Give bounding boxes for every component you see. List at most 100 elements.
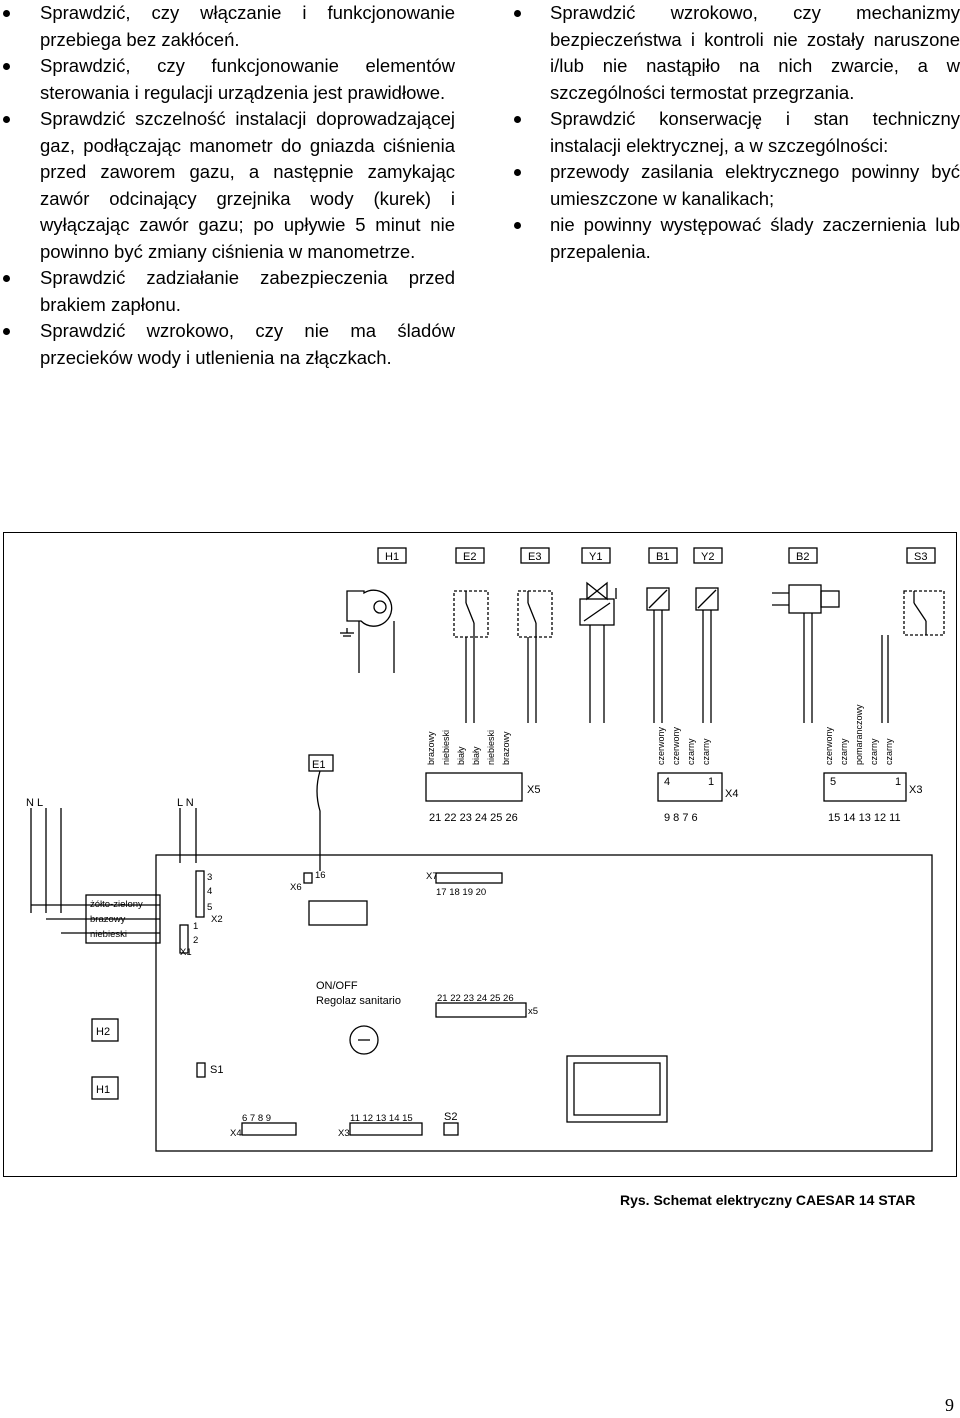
- sensor-y2-icon: [695, 587, 719, 723]
- label-box-e1: [308, 754, 334, 772]
- label-box-e3: [520, 547, 550, 564]
- component-label: E2: [463, 551, 476, 563]
- pin-label: 4: [207, 886, 212, 897]
- label-box-y1: [581, 547, 611, 564]
- list-item: Sprawdzić wzrokowo, czy mechanizmy bezpi…: [510, 0, 960, 106]
- bullet-icon: [3, 63, 10, 70]
- list-item: nie powinny występować ślady zaczernieni…: [510, 212, 960, 265]
- list-item: Sprawdzić, czy funkcjonowanie elementów …: [0, 53, 455, 106]
- label-box-b1: [648, 547, 678, 564]
- connector-label-x1: X1: [180, 947, 192, 958]
- wire-color-label: czarny: [884, 738, 894, 765]
- sensor-b1-icon: [646, 587, 670, 723]
- connector-x5: [425, 772, 523, 802]
- connector-x3: [823, 772, 907, 802]
- list-item: Sprawdzić, czy włączanie i funkcjonowani…: [0, 0, 455, 53]
- bullet-icon: [3, 10, 10, 17]
- indicator-h2-label: H2: [96, 1026, 110, 1038]
- wiring-diagram-svg: H1 E2 E3 Y1 B1 Y2 B2 S3 brazowy niebiesk…: [26, 547, 945, 1152]
- wire-color-label: czarny: [686, 738, 696, 765]
- pin-numbers-board-x4: 6 7 8 9: [242, 1113, 271, 1124]
- bullet-icon: [514, 10, 521, 17]
- component-label: S3: [914, 551, 927, 563]
- label-box-y2: [693, 547, 723, 564]
- pin-label: 3: [207, 872, 212, 883]
- wire-color-label: czarny: [701, 738, 711, 765]
- pin-label: 2: [193, 935, 198, 946]
- wire-color-label: czerwony: [824, 726, 834, 765]
- pin-end: 1: [895, 776, 901, 788]
- regulator-label: Regolaz sanitario: [316, 995, 401, 1007]
- pin-numbers-x5: 21 22 23 24 25 26: [429, 812, 518, 824]
- pin-end: 5: [830, 776, 836, 788]
- label-box-s3: [906, 547, 936, 564]
- connector-label-x2: X2: [211, 914, 223, 925]
- component-label: Y1: [589, 551, 602, 563]
- wire-color-label: biały: [471, 746, 481, 765]
- control-board: [155, 854, 933, 1152]
- component-label: B1: [656, 551, 669, 563]
- list-item: Sprawdzić szczelność instalacji doprowad…: [0, 106, 455, 265]
- mains-wire-label: żółto-zielony: [90, 899, 143, 910]
- connector-label-x7: X7: [426, 871, 438, 882]
- wire-color-label: pomaranczowy: [854, 704, 864, 765]
- mains-wire-label: niebieski: [90, 929, 127, 940]
- power-label-left: N L: [26, 797, 43, 809]
- indicator-h1-label: H1: [96, 1084, 110, 1096]
- bullet-icon: [3, 328, 10, 335]
- switch-s3-icon: [881, 590, 945, 723]
- left-bullet-list: Sprawdzić, czy włączanie i funkcjonowani…: [0, 0, 455, 371]
- component-label: E3: [528, 551, 541, 563]
- wire-color-label: biały: [456, 746, 466, 765]
- right-column: Sprawdzić wzrokowo, czy mechanizmy bezpi…: [510, 0, 960, 265]
- onoff-label: ON/OFF: [316, 980, 358, 992]
- bullet-icon: [3, 116, 10, 123]
- switch-e2-icon: [453, 590, 489, 723]
- wire-color-label: czerwony: [656, 726, 666, 765]
- bullet-icon: [514, 222, 521, 229]
- label-box-h1: [377, 547, 407, 564]
- pin-end: 1: [708, 776, 714, 788]
- pin-label: 1: [193, 921, 198, 932]
- figure-caption: Rys. Schemat elektryczny CAESAR 14 STAR: [620, 1192, 916, 1208]
- wire-color-label: niebieski: [486, 730, 496, 765]
- connector-label-x3: X3: [909, 784, 922, 796]
- pressure-switch-icon: [772, 584, 840, 723]
- connector-label-x5: X5: [527, 784, 540, 796]
- pin-label: 5: [207, 902, 212, 913]
- pin-numbers-board-x3: 11 12 13 14 15: [350, 1113, 413, 1124]
- pin-numbers-x7: 17 18 19 20: [436, 887, 486, 898]
- connector-label-x6: X6: [290, 882, 302, 893]
- wire-color-label: brazowy: [501, 731, 511, 765]
- wire-color-label: czarny: [869, 738, 879, 765]
- right-bullet-list: Sprawdzić wzrokowo, czy mechanizmy bezpi…: [510, 0, 960, 265]
- bullet-icon: [514, 116, 521, 123]
- component-label: Y2: [701, 551, 714, 563]
- label-box-e2: [455, 547, 485, 564]
- pin-label: 16: [315, 870, 326, 881]
- pin-numbers-x3: 15 14 13 12 11: [828, 812, 901, 824]
- connector-label-board-x3: X3: [338, 1128, 350, 1139]
- wire-color-label: niebieski: [441, 730, 451, 765]
- page-number: 9: [945, 1395, 954, 1415]
- switch-s2-label: S2: [444, 1111, 457, 1123]
- connector-x4: [657, 772, 723, 802]
- e1-label: E1: [312, 759, 325, 771]
- power-label-right: L N: [177, 797, 194, 809]
- component-label: B2: [796, 551, 809, 563]
- regulator-knob-icon: [349, 1025, 379, 1055]
- list-item: przewody zasilania elektrycznego powinny…: [510, 159, 960, 212]
- list-item: Sprawdzić zadziałanie zabezpieczenia prz…: [0, 265, 455, 318]
- list-item: Sprawdzić konserwację i stan techniczny …: [510, 106, 960, 159]
- switch-s1-label: S1: [210, 1064, 223, 1076]
- wire-color-label: czerwony: [671, 726, 681, 765]
- left-column: Sprawdzić, czy włączanie i funkcjonowani…: [0, 0, 455, 371]
- label-box-b2: [788, 547, 818, 564]
- connector-label-board-x5: x5: [528, 1006, 538, 1017]
- connector-label-x4: X4: [725, 788, 738, 800]
- pin-numbers-x4: 9 8 7 6: [664, 812, 698, 824]
- bullet-icon: [514, 169, 521, 176]
- bullet-icon: [3, 275, 10, 282]
- fan-icon: [340, 589, 395, 673]
- gas-valve-icon: [579, 581, 617, 723]
